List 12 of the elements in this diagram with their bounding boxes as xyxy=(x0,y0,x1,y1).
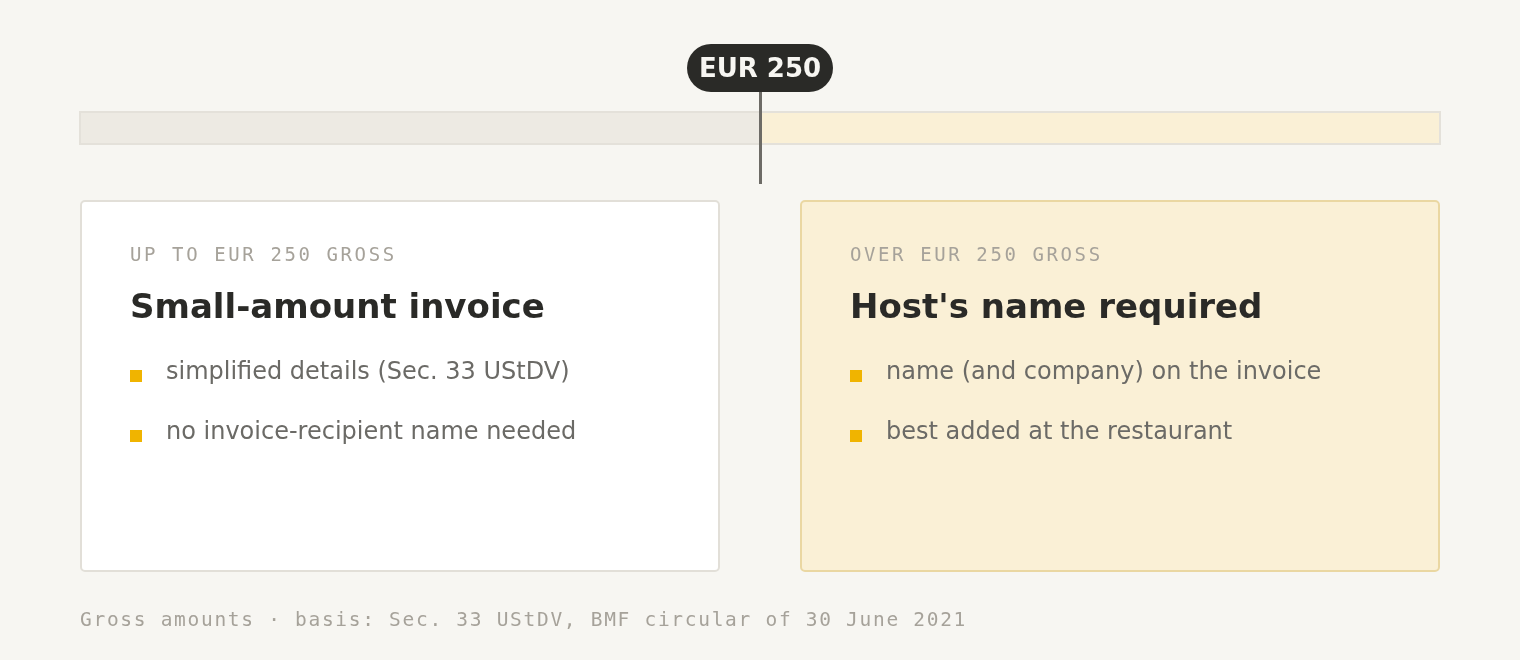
card-kicker: UP TO EUR 250 GROSS xyxy=(130,242,397,266)
category-card xyxy=(800,200,1440,572)
caption: Gross amounts · basis: Sec. 33 UStDV, BMF circular of 30 June 2021 xyxy=(80,607,968,633)
category-card xyxy=(80,200,720,572)
card-heading: Host's name required xyxy=(850,286,1263,326)
card-kicker: OVER EUR 250 GROSS xyxy=(850,242,1103,266)
bullet-text: no invoice-recipient name needed xyxy=(166,416,577,446)
bullet-text: best added at the restaurant xyxy=(886,416,1233,446)
bullet-text: name (and company) on the invoice xyxy=(886,356,1322,386)
bullet-text: simplified details (Sec. 33 UStDV) xyxy=(166,356,570,386)
threshold-tag: EUR 250 xyxy=(686,44,834,92)
card-heading: Small-amount invoice xyxy=(130,286,545,326)
